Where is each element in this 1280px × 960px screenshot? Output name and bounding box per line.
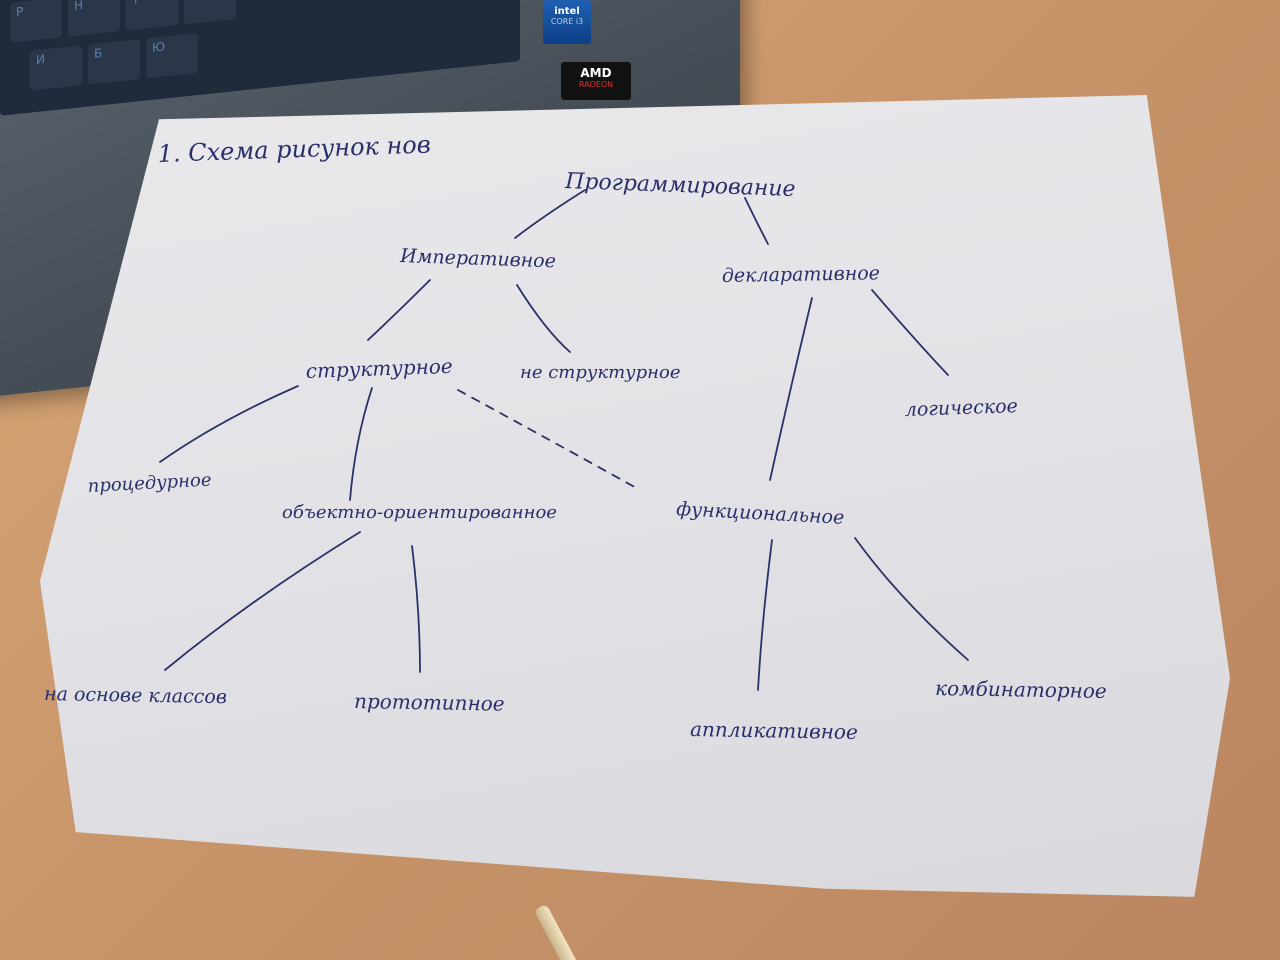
node-logical: логическое bbox=[904, 395, 1018, 421]
node-applicative: аппликативное bbox=[690, 717, 858, 744]
edge-functional-applicative bbox=[757, 539, 773, 691]
edge-structural-procedural bbox=[159, 385, 299, 463]
node-declarative: декларативное bbox=[722, 262, 880, 287]
edge-oop-classbased bbox=[164, 531, 361, 671]
diagram-edges bbox=[159, 189, 969, 691]
edge-root-imperative bbox=[514, 189, 586, 239]
node-combinatory: комбинаторное bbox=[935, 676, 1107, 703]
amd-brand: AMD bbox=[580, 66, 612, 80]
intel-model: CORE i3 bbox=[550, 17, 584, 26]
edge-imperative-structural bbox=[367, 279, 431, 341]
note-heading: 1. Схема рисунок нов bbox=[157, 130, 431, 168]
node-root: Программирование bbox=[564, 169, 796, 202]
edge-root-declarative bbox=[744, 197, 769, 245]
node-structural: структурное bbox=[305, 354, 453, 383]
intel-brand: intel bbox=[554, 6, 580, 17]
edge-functional-combinatory bbox=[854, 537, 969, 661]
edge-structural-functional-dashed bbox=[457, 389, 641, 491]
intel-sticker: intel CORE i3 bbox=[543, 0, 591, 44]
node-prototype: прототипное bbox=[354, 689, 505, 716]
amd-sticker: AMD RADEON bbox=[561, 62, 631, 100]
edge-imperative-nonstructural bbox=[516, 284, 571, 353]
edge-declarative-functional bbox=[769, 297, 813, 481]
edge-oop-prototype bbox=[411, 545, 421, 673]
node-functional: функциональное bbox=[676, 498, 845, 529]
amd-sub: RADEON bbox=[578, 80, 614, 89]
node-procedural: процедурное bbox=[87, 470, 212, 497]
paper-sheet bbox=[40, 95, 1230, 897]
node-imperative: Императивное bbox=[399, 245, 556, 272]
node-non-structural: не структурное bbox=[520, 362, 680, 383]
node-class-based: на основе классов bbox=[44, 683, 227, 708]
edge-declarative-logical bbox=[871, 289, 949, 376]
edge-structural-oop bbox=[349, 387, 373, 501]
node-oop: объектно-ориентированное bbox=[282, 502, 557, 523]
